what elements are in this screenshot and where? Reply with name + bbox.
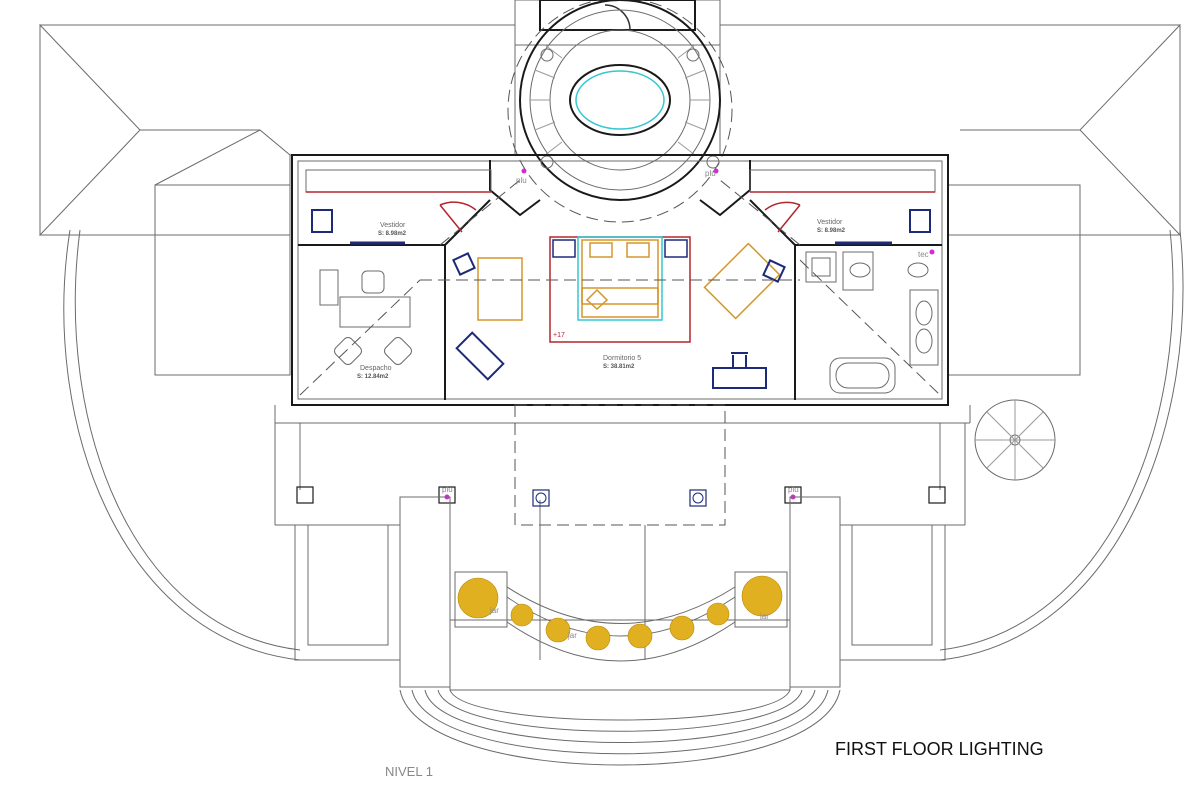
columns [296,168,946,507]
tag-jar: jar [759,612,769,621]
door-right [764,201,801,233]
planters [454,571,788,662]
tag-tec: tec [918,250,929,259]
roof-right [719,23,1181,376]
level-label: NIVEL 1 [385,764,433,779]
room-area: S: 8.98m2 [817,228,846,234]
room-name: Dormitorio 5 [603,355,641,362]
room-area: S: 38.81m2 [603,364,635,370]
bedroom-furniture [452,236,786,389]
tag-plu: plu [516,176,527,185]
tag-plu: plu [442,485,453,494]
lighting-circuit-lines [299,179,941,396]
outer-terrace-outline [63,229,1184,661]
roof-left [39,23,516,376]
tag-jar: jar [567,631,577,640]
spiral-staircase [974,399,1056,481]
level-mark: +17 [553,332,565,339]
bathroom-fixtures [805,251,939,394]
room-labels: Vestidor S: 8.98m2 Despacho S: 12.84m2 D… [357,169,929,640]
lower-stairs [294,496,946,766]
closet-right [749,169,936,245]
terrace [274,404,971,660]
door-left [439,201,477,233]
drawing-title: FIRST FLOOR LIGHTING [835,739,1044,759]
office-furniture [319,269,412,365]
tag-jar: jar [489,606,499,615]
closet-left [305,169,492,245]
building-outline [291,154,949,406]
tag-plu: plu [705,169,716,178]
room-area: S: 8.98m2 [378,231,407,237]
staircase [507,0,733,223]
room-name: Despacho [360,365,392,372]
tag-plu: plu [788,485,799,494]
room-area: S: 12.84m2 [357,374,389,380]
room-name: Vestidor [380,222,406,229]
room-name: Vestidor [817,219,843,226]
